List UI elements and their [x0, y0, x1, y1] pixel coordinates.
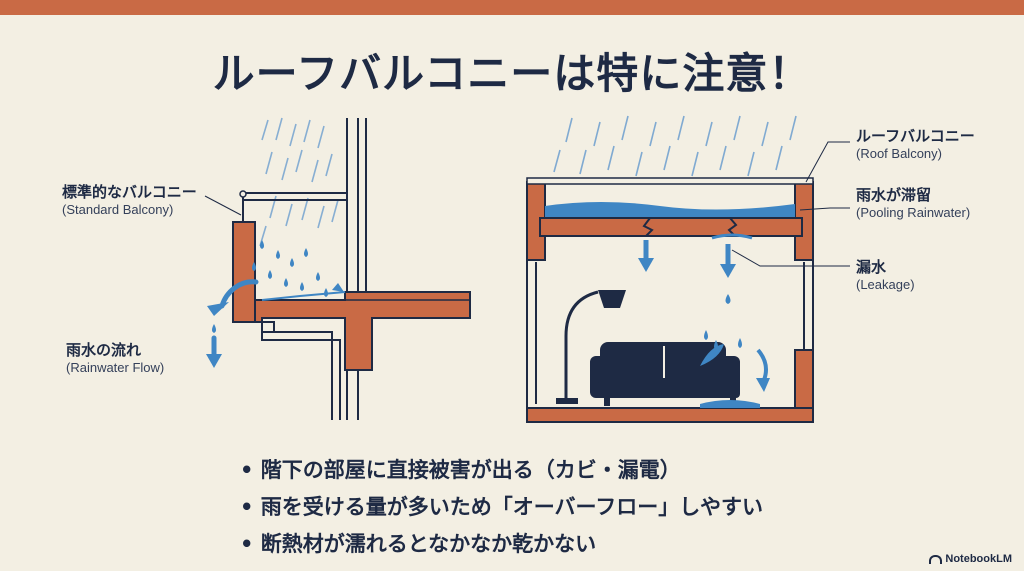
drain-pipe [261, 321, 341, 420]
label-leakage-en: (Leakage) [856, 277, 915, 292]
handrail [242, 192, 347, 222]
label-roof-balcony: ルーフバルコニー (Roof Balcony) [856, 127, 975, 163]
roof-balcony-diagram [526, 115, 850, 423]
label-rainwater-flow: 雨水の流れ (Rainwater Flow) [66, 341, 164, 377]
rail-joint [239, 190, 247, 198]
top-accent-bar [0, 0, 1024, 15]
label-rainwater-flow-en: (Rainwater Flow) [66, 360, 165, 375]
bullet-item: 雨を受ける量が多いため「オーバーフロー」しやすい [240, 489, 763, 526]
rain-streaks-left [259, 117, 339, 247]
bullet-list: 階下の部屋に直接被害が出る（カビ・漏電） 雨を受ける量が多いため「オーバーフロー… [240, 452, 763, 563]
label-pooling-rainwater: 雨水が滞留 (Pooling Rainwater) [856, 186, 970, 222]
leader-lines-right [731, 141, 850, 267]
floor-slab [526, 407, 814, 423]
label-roof-balcony-jp: ルーフバルコニー [856, 127, 975, 145]
pooled-water [545, 202, 795, 218]
label-pooling-rainwater-jp: 雨水が滞留 [856, 186, 932, 204]
parapet-wall [232, 221, 256, 323]
label-standard-balcony-jp: 標準的なバルコニー [62, 183, 197, 201]
building-wall-left [346, 118, 367, 420]
standard-balcony-diagram [204, 117, 471, 420]
leak-arrows [643, 240, 731, 266]
raindrops-left [252, 240, 328, 297]
bullet-item: 階下の部屋に直接被害が出る（カビ・漏電） [240, 452, 763, 489]
label-standard-balcony-en: (Standard Balcony) [62, 202, 174, 217]
label-rainwater-flow-jp: 雨水の流れ [66, 341, 142, 359]
floor-lamp [564, 290, 599, 400]
label-leakage: 漏水 (Leakage) [856, 258, 915, 294]
brand-name: NotebookLM [945, 553, 1012, 565]
label-roof-balcony-en: (Roof Balcony) [856, 146, 942, 161]
roof-slab [539, 217, 803, 237]
notebooklm-logo-icon [929, 554, 943, 564]
brand-watermark: NotebookLM [929, 553, 1012, 565]
lamp-shade [598, 290, 626, 308]
page-title: ルーフバルコニーは特に注意！ [212, 49, 812, 98]
bullet-item: 断熱材が濡れるとなかなか乾かない [240, 526, 763, 563]
label-pooling-rainwater-en: (Pooling Rainwater) [856, 205, 971, 220]
label-standard-balcony: 標準的なバルコニー (Standard Balcony) [62, 183, 197, 219]
water-splash [700, 330, 760, 408]
rain-streaks-right [553, 115, 797, 177]
label-leakage-jp: 漏水 [856, 258, 887, 276]
